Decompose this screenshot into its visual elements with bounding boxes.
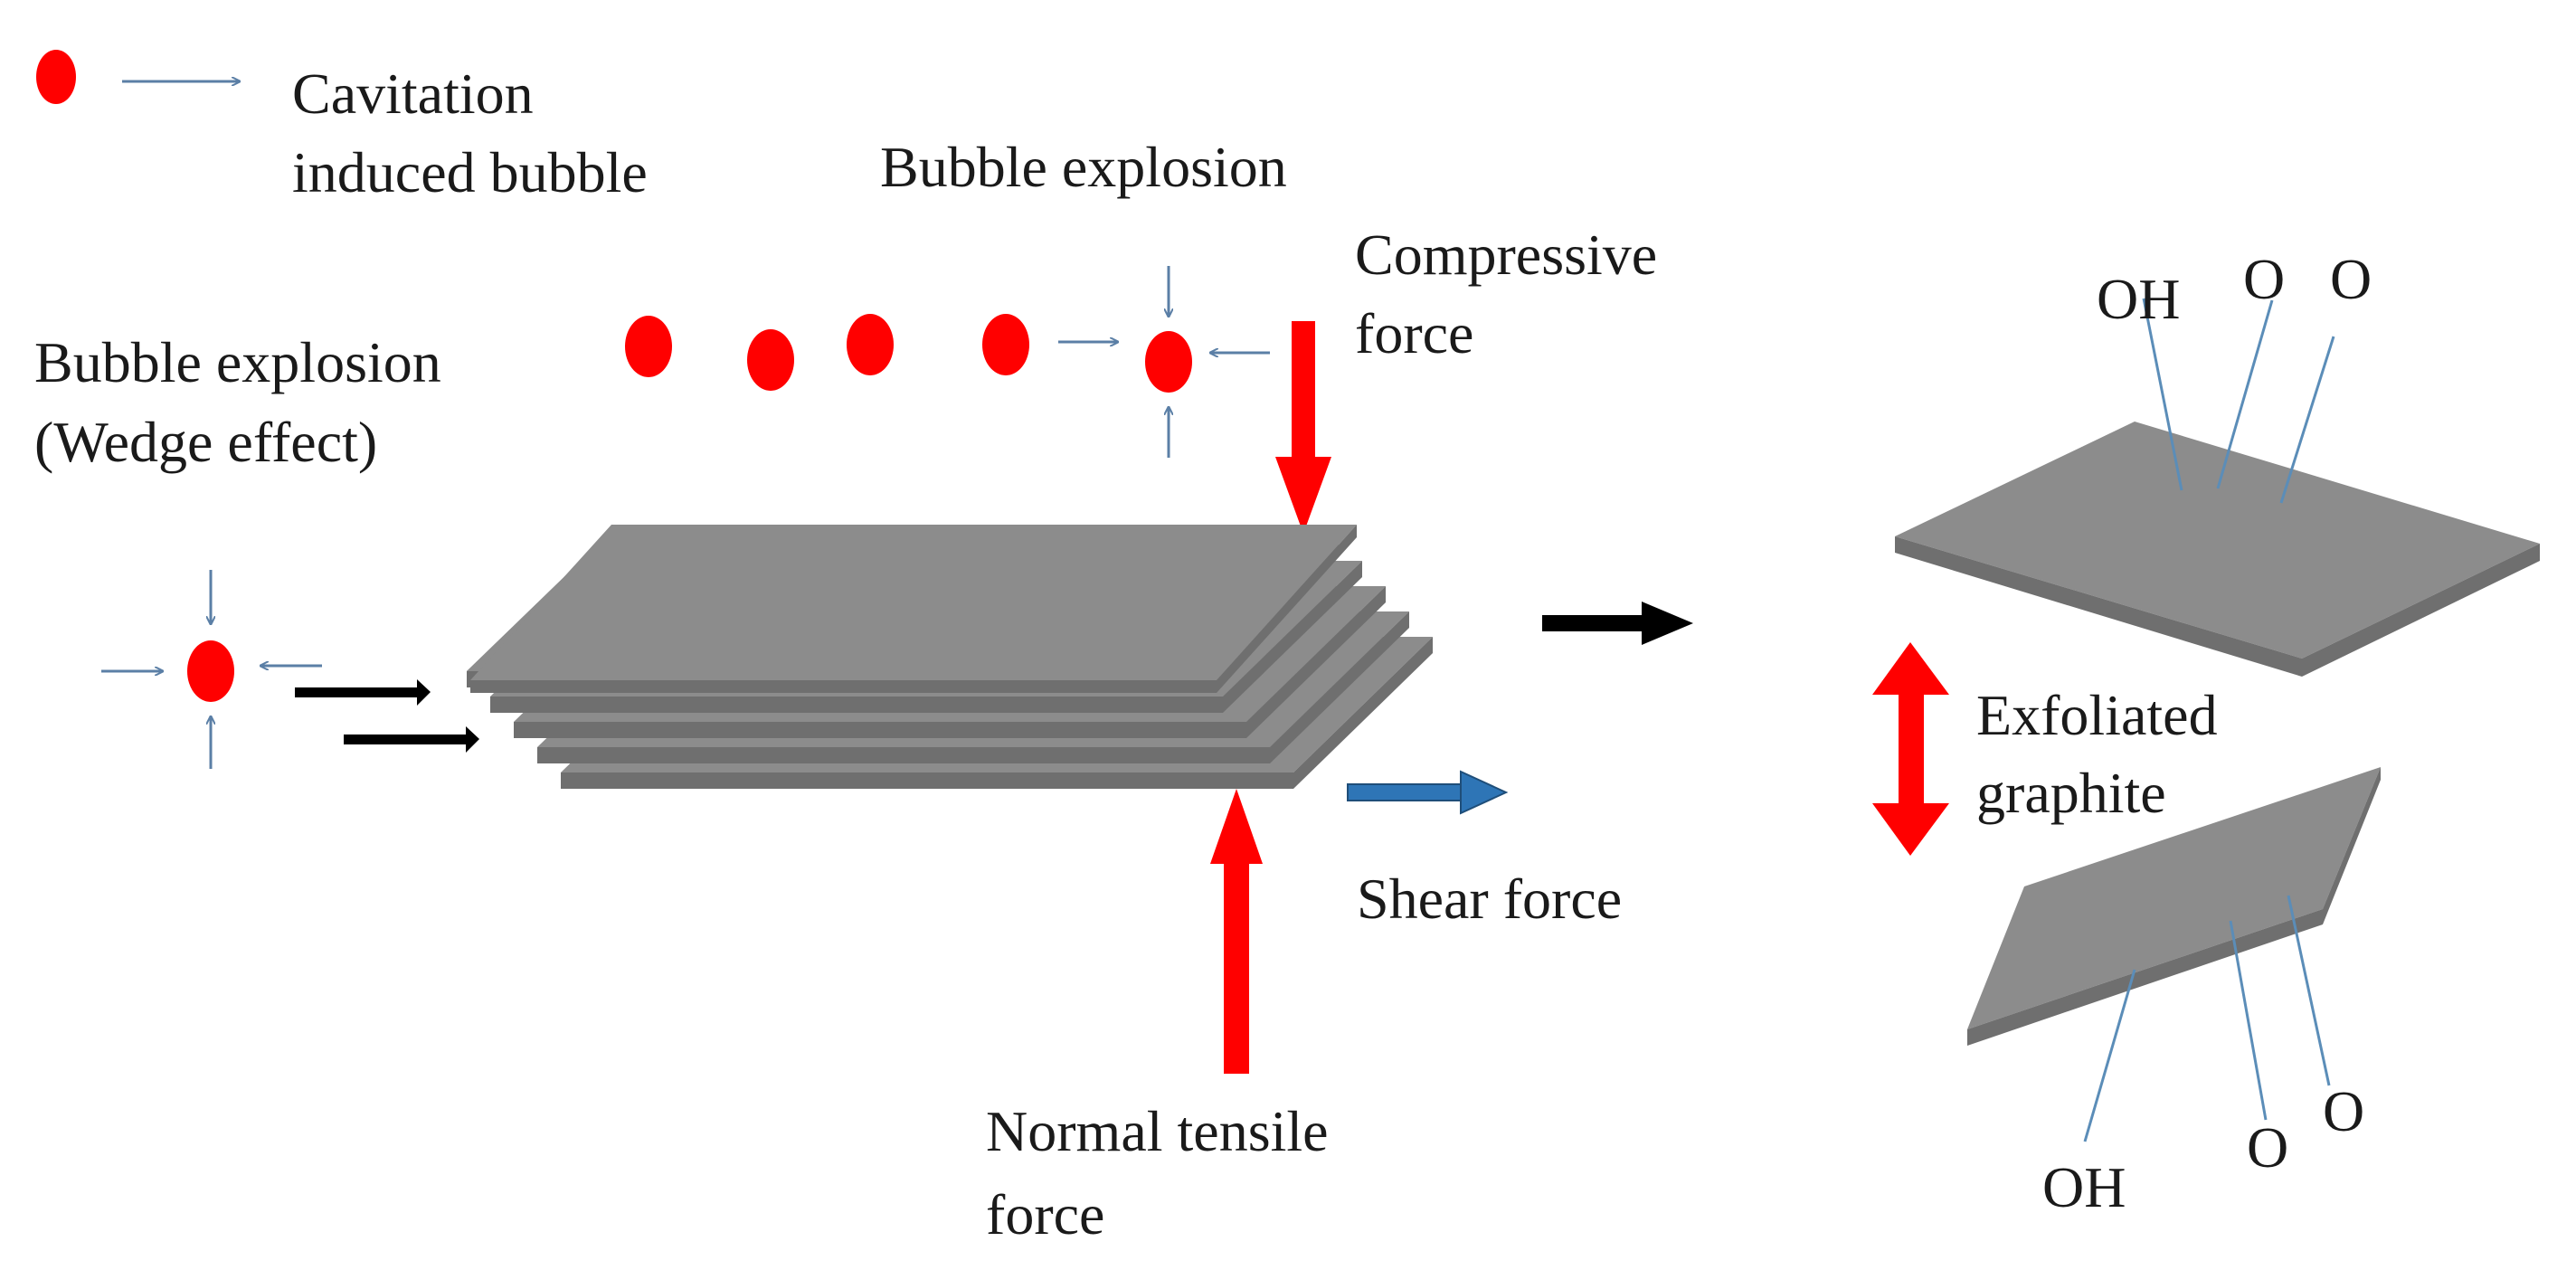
tensile-force-arrow [1210,789,1263,1074]
bottom-oh-label: OH [2042,1155,2126,1219]
o-bond-line [2229,920,2268,1121]
graphene-top-layer [470,525,1357,693]
wedge-bubble [101,570,322,769]
bottom-o-label-1: O [2247,1115,2288,1180]
tensile-force-label-line1: Normal tensile [986,1099,1329,1163]
shear-force-label: Shear force [1357,867,1622,931]
bottom-o-label-2: O [2323,1079,2364,1143]
functional-groups-top [2142,298,2335,504]
exfoliated-sheet-top [1895,422,2540,677]
top-oh-label: OH [2097,267,2180,331]
bubble-icon [625,316,672,377]
legend: Cavitation induced bubble [36,50,648,204]
bubble-icon [747,329,794,391]
wedge-push-arrows [295,679,479,753]
functional-groups-bottom [2083,895,2331,1142]
separation-arrow [1872,642,1949,856]
bubble-row [625,266,1270,458]
exploding-bubble-icon [1145,331,1192,393]
exfoliated-graphite-label-line2: graphite [1976,761,2166,825]
bubble-explosion-label: Bubble explosion [880,135,1287,199]
o-bond-line [2216,299,2274,489]
top-o-label-1: O [2243,247,2285,311]
o-bond-line [2279,336,2335,504]
wedge-effect-label-line2: (Wedge effect) [34,410,377,474]
legend-label-line2: induced bubble [292,140,648,204]
legend-bubble-icon [36,50,76,104]
bubble-icon [847,314,894,375]
exploding-bubble-icon [187,640,234,702]
oh-bond-line [2142,298,2183,491]
exfoliated-graphite-label-line1: Exfoliated [1976,683,2218,747]
tensile-force-label-line2: force [986,1182,1104,1246]
o-bond-line [2287,895,2331,1086]
wedge-effect-label-line1: Bubble explosion [34,330,441,394]
shear-force-arrow [1347,770,1509,815]
compressive-force-arrow [1275,321,1331,534]
compressive-force-label-line1: Compressive [1355,223,1657,287]
legend-label-line1: Cavitation [292,62,534,126]
compressive-force-label-line2: force [1355,301,1473,365]
process-arrow [1542,602,1693,645]
oh-bond-line [2083,969,2136,1142]
bubble-icon [982,314,1029,375]
top-o-label-2: O [2330,247,2372,311]
